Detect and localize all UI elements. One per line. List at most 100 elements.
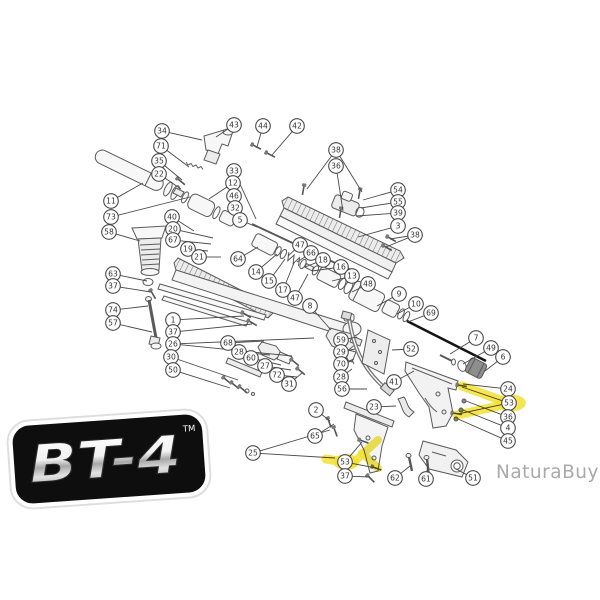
callout-45: 45 xyxy=(500,433,516,449)
svg-text:56: 56 xyxy=(337,385,347,394)
svg-text:4: 4 xyxy=(506,424,511,433)
callout-56: 56 xyxy=(334,381,350,397)
leader-line-52 xyxy=(391,348,404,351)
leader-line-35 xyxy=(164,165,183,181)
svg-text:26: 26 xyxy=(168,340,178,349)
svg-text:14: 14 xyxy=(251,268,261,277)
leader-line-73 xyxy=(117,196,191,216)
leader-line-37 xyxy=(120,286,152,293)
bt4-logo: BT-4 TM xyxy=(6,408,212,510)
leader-line-3 xyxy=(357,227,392,238)
callout-39: 39 xyxy=(390,205,406,221)
callout-53: 53 xyxy=(501,395,517,411)
leader-line-66 xyxy=(296,256,306,263)
leader-line-47 xyxy=(287,249,295,257)
callout-64: 64 xyxy=(230,251,246,267)
svg-text:67: 67 xyxy=(168,236,178,245)
leader-line-5 xyxy=(246,222,258,228)
svg-text:5: 5 xyxy=(238,216,243,225)
leader-line-1 xyxy=(180,315,245,321)
callout-47: 47 xyxy=(287,290,303,306)
leader-line-69 xyxy=(407,315,425,323)
svg-text:37: 37 xyxy=(108,282,118,291)
leader-line-70 xyxy=(347,358,355,362)
callout-37: 37 xyxy=(105,278,121,294)
svg-text:34: 34 xyxy=(157,127,167,136)
leader-line-9 xyxy=(376,297,393,307)
callout-17: 17 xyxy=(275,282,291,298)
leader-line-2 xyxy=(321,414,331,422)
callout-26: 26 xyxy=(165,336,181,352)
svg-text:10: 10 xyxy=(411,300,421,309)
svg-text:24: 24 xyxy=(503,385,513,394)
callout-73: 73 xyxy=(103,209,119,225)
callout-35: 35 xyxy=(151,153,167,169)
leader-line-28 xyxy=(346,368,353,374)
svg-text:31: 31 xyxy=(284,380,294,389)
leader-line-22 xyxy=(164,177,182,190)
svg-text:47: 47 xyxy=(295,241,305,250)
callout-42: 42 xyxy=(289,118,305,134)
leader-line-62 xyxy=(400,465,411,474)
leader-line-16 xyxy=(311,267,334,272)
svg-text:36: 36 xyxy=(331,162,341,171)
leader-line-38 xyxy=(306,155,333,190)
callout-65: 65 xyxy=(307,428,323,444)
leader-line-38 xyxy=(389,235,408,240)
svg-text:8: 8 xyxy=(308,302,313,311)
svg-text:21: 21 xyxy=(194,253,204,262)
leader-line-43 xyxy=(215,128,229,138)
svg-text:53: 53 xyxy=(340,458,350,467)
callout-22: 22 xyxy=(151,166,167,182)
callout-25: 25 xyxy=(245,445,261,461)
callout-52: 52 xyxy=(403,341,419,357)
svg-text:58: 58 xyxy=(104,228,114,237)
callout-44: 44 xyxy=(255,118,271,134)
leader-line-38 xyxy=(339,155,363,193)
callout-23: 23 xyxy=(366,399,382,415)
callout-69: 69 xyxy=(423,305,439,321)
svg-text:7: 7 xyxy=(474,334,479,343)
svg-text:30: 30 xyxy=(166,353,176,362)
logo-trademark: TM xyxy=(182,424,196,435)
leader-line-44 xyxy=(256,132,262,148)
leader-line-20 xyxy=(180,230,214,239)
callout-34: 34 xyxy=(154,123,170,139)
callout-55: 55 xyxy=(390,194,406,210)
leader-line-38 xyxy=(385,237,409,248)
leader-line-11 xyxy=(117,182,144,198)
svg-text:17: 17 xyxy=(278,286,288,295)
svg-text:35: 35 xyxy=(154,157,164,166)
svg-text:44: 44 xyxy=(258,122,268,131)
leader-line-29 xyxy=(348,348,356,351)
svg-text:70: 70 xyxy=(336,360,346,369)
svg-text:55: 55 xyxy=(393,198,403,207)
svg-text:63: 63 xyxy=(108,270,118,279)
callout-6: 6 xyxy=(495,349,511,365)
svg-text:64: 64 xyxy=(233,255,243,264)
callout-11: 11 xyxy=(103,193,119,209)
leader-line-47 xyxy=(298,273,309,292)
svg-text:2: 2 xyxy=(314,406,319,415)
svg-text:42: 42 xyxy=(292,122,302,131)
callout-18: 18 xyxy=(315,252,331,268)
leader-line-63 xyxy=(120,275,148,282)
svg-text:52: 52 xyxy=(406,345,416,354)
leader-line-34 xyxy=(169,132,203,141)
svg-text:16: 16 xyxy=(336,263,346,272)
callout-30: 30 xyxy=(163,349,179,365)
svg-text:29: 29 xyxy=(336,348,346,357)
leader-line-64 xyxy=(244,246,259,256)
callout-5: 5 xyxy=(232,212,248,228)
svg-text:11: 11 xyxy=(106,197,116,206)
leader-line-14 xyxy=(261,253,278,268)
callout-24: 24 xyxy=(500,381,516,397)
svg-text:59: 59 xyxy=(336,336,346,345)
svg-text:37: 37 xyxy=(340,472,350,481)
svg-text:40: 40 xyxy=(167,213,177,222)
svg-text:38: 38 xyxy=(331,146,341,155)
leader-line-54 xyxy=(362,191,392,201)
leader-line-10 xyxy=(396,307,410,315)
callout-9: 9 xyxy=(391,286,407,302)
